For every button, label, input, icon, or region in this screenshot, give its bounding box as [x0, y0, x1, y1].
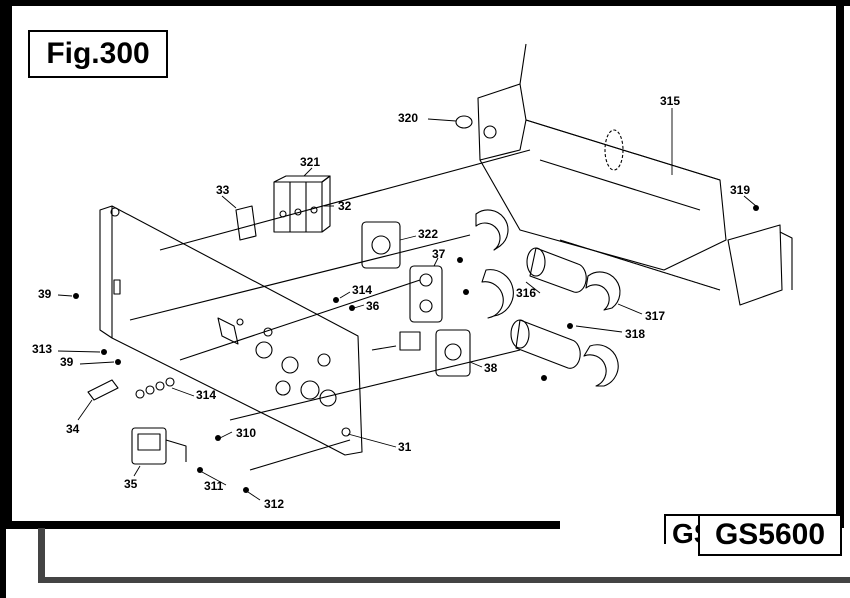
front-panel-outline: [99, 205, 363, 456]
capacitor-lower: [515, 319, 581, 369]
model-label: GS5600: [698, 514, 842, 556]
lower-frame-vertical: [38, 528, 45, 583]
frame-left-stub: [0, 528, 6, 598]
callout-38: 38: [484, 361, 498, 375]
frame-top-border: [0, 0, 850, 6]
callout-320: 320: [398, 111, 418, 125]
callout-322: 322: [418, 227, 438, 241]
callout-32: 32: [338, 199, 352, 213]
callout-310: 310: [236, 426, 256, 440]
callout-316: 316: [516, 286, 536, 300]
callout-319: 319: [730, 183, 750, 197]
callout-314: 314: [352, 283, 372, 297]
receptacle-38: [435, 329, 471, 377]
callout-39: 39: [38, 287, 52, 301]
callout-31: 31: [398, 440, 412, 454]
lower-frame-horizontal: [38, 577, 850, 583]
frame-bottom-border: [0, 521, 560, 529]
callout-34: 34: [66, 422, 80, 436]
receptacle-322: [361, 221, 401, 269]
callout-321: 321: [300, 155, 320, 169]
callout-317: 317: [645, 309, 665, 323]
callout-36: 36: [366, 299, 380, 313]
figure-label: Fig.300: [28, 30, 168, 78]
chassis-outline: [477, 83, 727, 271]
capacitor-upper: [529, 247, 587, 293]
receptacle-37: [409, 265, 443, 323]
callout-315: 315: [660, 94, 680, 108]
breaker-block: [273, 181, 323, 233]
callout-311: 311: [204, 479, 224, 493]
callout-33: 33: [216, 183, 230, 197]
callout-318: 318: [625, 327, 645, 341]
callout-35: 35: [124, 477, 138, 491]
frame-left-border: [0, 0, 12, 528]
callout-313: 313: [32, 342, 52, 356]
frame-right-border: [836, 0, 844, 528]
callout-314: 314: [196, 388, 216, 402]
callout-312: 312: [264, 497, 284, 511]
callout-37: 37: [432, 247, 446, 261]
meter-35: [131, 427, 167, 465]
callout-39: 39: [60, 355, 74, 369]
